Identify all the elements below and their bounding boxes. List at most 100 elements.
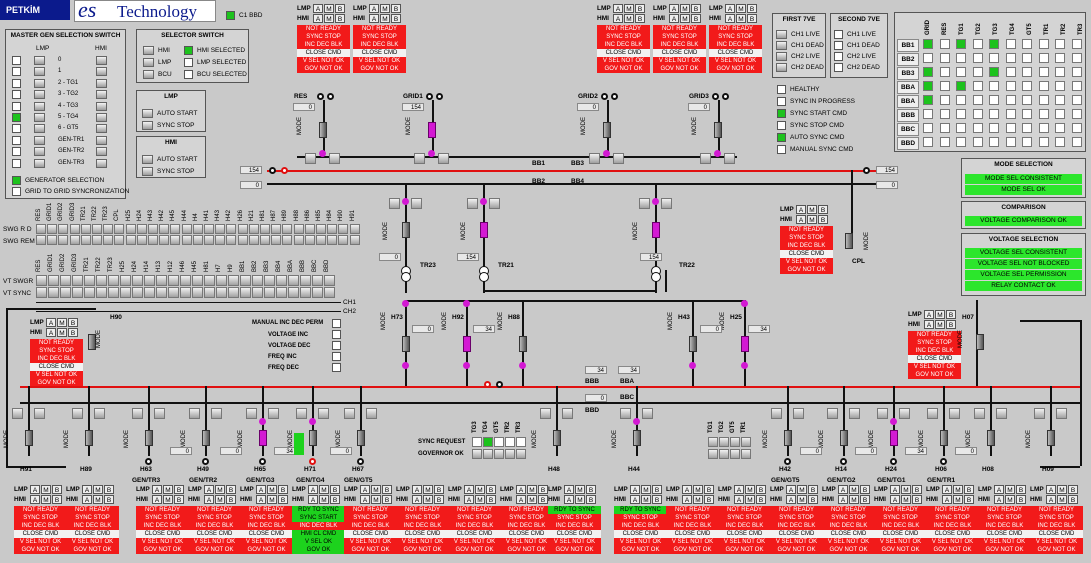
disconnector[interactable] xyxy=(281,167,288,174)
swg-rem-cell[interactable] xyxy=(260,235,270,245)
hmi-m-button[interactable]: M xyxy=(849,495,859,504)
matrix-cell[interactable] xyxy=(939,39,950,49)
vt-sync-cell[interactable] xyxy=(36,287,47,298)
hmi-m-button[interactable]: M xyxy=(371,495,381,504)
isolator-switch[interactable] xyxy=(211,408,222,419)
lmp-m-button[interactable]: M xyxy=(745,485,755,494)
sync-request-cell[interactable] xyxy=(483,437,493,447)
matrix-cell[interactable] xyxy=(1055,39,1065,49)
vt-swgr-cell[interactable] xyxy=(216,275,227,286)
hmi-m-button[interactable]: M xyxy=(57,328,67,337)
disconnector[interactable] xyxy=(317,93,324,100)
vt-swgr-cell[interactable] xyxy=(72,275,83,286)
matrix-cell[interactable] xyxy=(1055,67,1065,77)
matrix-cell[interactable] xyxy=(939,67,950,77)
first7-switch[interactable] xyxy=(776,63,787,72)
selector-hmi[interactable]: HMI xyxy=(143,46,170,55)
lmp-m-button[interactable]: M xyxy=(267,485,277,494)
disconnector[interactable] xyxy=(863,167,870,174)
vt-sync-cell[interactable] xyxy=(252,287,263,298)
hmi-b-button[interactable]: B xyxy=(652,495,662,504)
isolator-switch[interactable] xyxy=(132,408,143,419)
vt-swgr-cell[interactable] xyxy=(156,275,167,286)
matrix-cell[interactable] xyxy=(1038,53,1049,63)
lmp-m-button[interactable]: M xyxy=(475,485,485,494)
swg-rem-cell[interactable] xyxy=(316,235,326,245)
governor-ok-cell[interactable] xyxy=(505,449,515,459)
swg-rem-cell[interactable] xyxy=(47,235,58,245)
hmi-b-button[interactable]: B xyxy=(756,495,766,504)
hmi-m-button[interactable]: M xyxy=(935,320,945,329)
swg-rem-cell[interactable] xyxy=(237,235,248,245)
circuit-breaker-top2[interactable] xyxy=(603,122,611,138)
matrix-cell[interactable] xyxy=(1038,123,1049,133)
governor-ok-cell2[interactable] xyxy=(741,449,751,459)
hmi-a-button[interactable]: A xyxy=(630,495,640,504)
matrix-cell[interactable] xyxy=(923,81,933,91)
isolator-switch[interactable] xyxy=(296,408,307,419)
lmp-switch[interactable] xyxy=(143,58,154,67)
swg-rem-cell[interactable] xyxy=(282,235,293,245)
hmi-m-button[interactable]: M xyxy=(267,495,277,504)
lmp-b-button[interactable]: B xyxy=(434,485,444,494)
hmi-b-button[interactable]: B xyxy=(860,495,870,504)
master-gen-hmi-switch-2[interactable] xyxy=(96,78,107,88)
isolator-switch[interactable] xyxy=(827,408,838,419)
sync-request-cell[interactable] xyxy=(516,437,526,447)
isolator-switch[interactable] xyxy=(620,408,631,419)
circuit-breaker-bot5[interactable] xyxy=(309,430,317,446)
isolator-switch[interactable] xyxy=(329,153,340,164)
isolator-switch[interactable] xyxy=(12,408,23,419)
hmi-m-button[interactable]: M xyxy=(807,215,817,224)
swg-rd-cell[interactable] xyxy=(148,224,158,234)
circuit-breaker-h90[interactable] xyxy=(88,334,96,350)
lmp-sync-stop[interactable]: SYNC STOP xyxy=(142,121,194,130)
matrix-cell[interactable] xyxy=(1005,109,1016,119)
sync-request-cell[interactable] xyxy=(472,437,482,447)
matrix-cell[interactable] xyxy=(956,67,966,77)
first7-item[interactable]: CH2 LIVE xyxy=(776,52,820,61)
lmp-b-button[interactable]: B xyxy=(226,485,236,494)
vt-sync-cell[interactable] xyxy=(276,287,287,298)
hmi-m-button[interactable]: M xyxy=(575,495,585,504)
first7-item[interactable]: CH2 DEAD xyxy=(776,63,824,72)
vt-sync-cell[interactable] xyxy=(48,287,59,298)
hmi-m-button[interactable]: M xyxy=(693,495,703,504)
matrix-cell[interactable] xyxy=(939,123,950,133)
swg-rem-cell[interactable] xyxy=(80,235,91,245)
first7-switch[interactable] xyxy=(776,52,787,61)
sync-request-cell2[interactable] xyxy=(708,437,718,447)
disconnector[interactable] xyxy=(436,93,443,100)
swg-rem-cell[interactable] xyxy=(271,235,282,245)
hmi-b-button[interactable]: B xyxy=(635,14,645,23)
hmi-b-button[interactable]: B xyxy=(330,495,340,504)
lmp-m-button[interactable]: M xyxy=(849,485,859,494)
lmp-a-button[interactable]: A xyxy=(30,485,40,494)
disconnector[interactable] xyxy=(357,458,364,465)
matrix-cell[interactable] xyxy=(1071,95,1082,105)
swg-rem-cell[interactable] xyxy=(327,235,338,245)
hmi-a-button[interactable]: A xyxy=(313,14,323,23)
matrix-cell[interactable] xyxy=(956,95,966,105)
isolator-switch[interactable] xyxy=(344,408,355,419)
hmi-m-button[interactable]: M xyxy=(736,14,746,23)
first7-item[interactable]: CH1 LIVE xyxy=(776,30,820,39)
lmp-a-button[interactable]: A xyxy=(942,485,952,494)
vt-swgr-cell[interactable] xyxy=(312,275,323,286)
matrix-cell[interactable] xyxy=(1005,95,1016,105)
swg-rd-cell[interactable] xyxy=(226,224,237,234)
lmp-b-button[interactable]: B xyxy=(691,4,701,13)
swg-rd-cell[interactable] xyxy=(204,224,214,234)
vt-swgr-cell[interactable] xyxy=(228,275,239,286)
isolator-switch[interactable] xyxy=(724,153,735,164)
vt-swgr-cell[interactable] xyxy=(36,275,47,286)
matrix-cell[interactable] xyxy=(1005,39,1016,49)
isolator-switch[interactable] xyxy=(793,408,804,419)
swg-rem-cell[interactable] xyxy=(338,235,349,245)
governor-ok-cell2[interactable] xyxy=(708,449,718,459)
matrix-cell[interactable] xyxy=(939,137,950,147)
circuit-breaker-bot3[interactable] xyxy=(202,430,210,446)
lmp-b-button[interactable]: B xyxy=(330,485,340,494)
vt-sync-cell[interactable] xyxy=(156,287,167,298)
isolator-switch[interactable] xyxy=(949,408,960,419)
